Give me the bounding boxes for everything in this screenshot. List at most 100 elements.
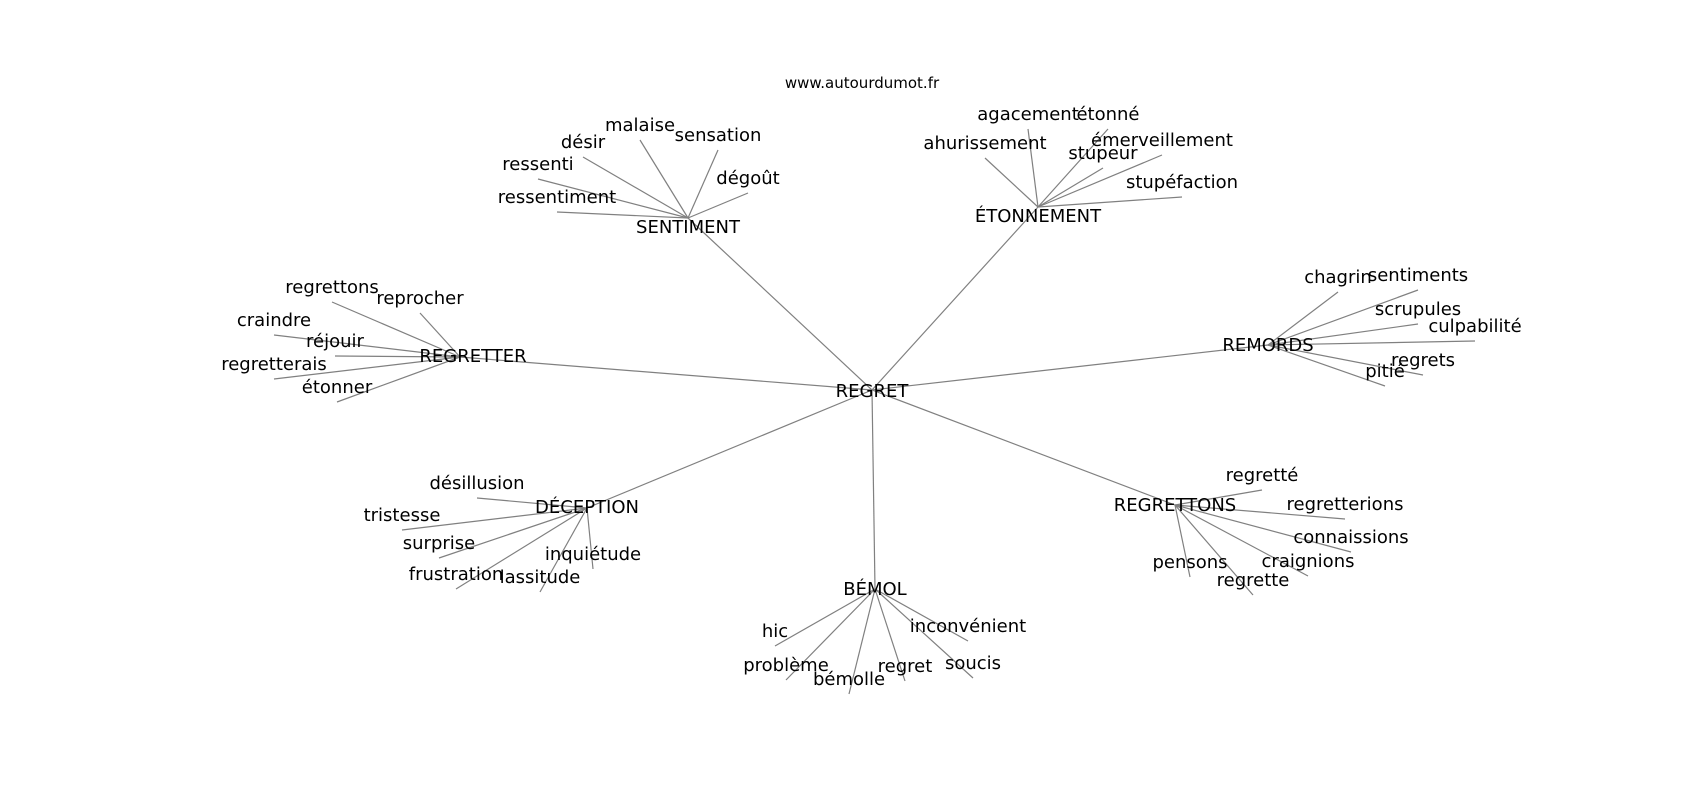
word-node-label[interactable]: désir: [561, 132, 606, 153]
word-node-label[interactable]: frustration: [409, 564, 504, 585]
word-node-label[interactable]: malaise: [605, 115, 675, 136]
word-node-label[interactable]: dégoût: [716, 168, 779, 189]
source-url[interactable]: www.autourdumot.fr: [785, 74, 940, 92]
edge-hub-to-word: [1267, 323, 1419, 346]
word-node-label[interactable]: regrette: [1217, 570, 1290, 591]
edge-hub-to-word: [687, 192, 749, 219]
word-node-label[interactable]: pitié: [1365, 361, 1405, 382]
center-node-label[interactable]: REGRET: [836, 381, 910, 402]
edge-hub-to-word: [1267, 289, 1419, 346]
edge-hub-to-word: [1174, 504, 1346, 520]
edge-hub-to-word: [1174, 504, 1309, 577]
edge-hub-to-word: [874, 588, 969, 642]
word-node-label[interactable]: sentiments: [1368, 265, 1468, 286]
edge-hub-to-word: [1267, 344, 1424, 376]
word-node-label[interactable]: inquiétude: [545, 544, 641, 565]
word-node-label[interactable]: ressenti: [502, 154, 573, 175]
word-node-label[interactable]: sensation: [675, 125, 762, 146]
hub-node-label[interactable]: ÉTONNEMENT: [975, 205, 1102, 227]
hub-node-label[interactable]: REMORDS: [1222, 335, 1313, 356]
edge-hub-to-word: [401, 507, 588, 531]
edge-hub-to-word: [639, 139, 689, 219]
word-node-label[interactable]: regrettons: [285, 277, 379, 298]
edge-hub-to-word: [331, 301, 461, 358]
edge-center-to-hub: [459, 356, 873, 391]
hub-node-label[interactable]: DÉCEPTION: [535, 496, 639, 518]
word-node-label[interactable]: désillusion: [429, 473, 524, 494]
word-node-label[interactable]: hic: [762, 621, 788, 642]
word-node-label[interactable]: bémolle: [813, 669, 885, 690]
edge-center-to-hub: [586, 389, 873, 509]
edge-hub-to-word: [1174, 504, 1352, 553]
edge-hub-to-word: [476, 497, 588, 509]
word-node-label[interactable]: inconvénient: [910, 616, 1026, 637]
hub-node-label[interactable]: BÉMOL: [843, 578, 906, 600]
edge-hub-to-word: [1037, 154, 1163, 208]
edge-hub-to-word: [874, 588, 974, 679]
word-node-label[interactable]: tristesse: [364, 505, 441, 526]
word-node-label[interactable]: pensons: [1152, 552, 1227, 573]
word-node-label[interactable]: ahurissement: [923, 133, 1046, 154]
edge-hub-to-word: [556, 211, 689, 219]
edge-hub-to-word: [1037, 167, 1104, 208]
edge-hub-to-word: [848, 588, 876, 695]
hub-node-label[interactable]: REGRETTONS: [1114, 495, 1236, 516]
edge-hub-to-word: [1174, 504, 1191, 578]
word-node-label[interactable]: étonné: [1076, 104, 1139, 125]
edge-hub-to-word: [874, 588, 906, 682]
word-node-label[interactable]: stupeur: [1068, 143, 1138, 164]
edge-hub-to-word: [1174, 504, 1254, 596]
edge-hub-to-word: [582, 156, 689, 219]
edges: [273, 128, 1476, 695]
word-node-label[interactable]: regret: [878, 656, 933, 677]
edge-center-to-hub: [871, 206, 1039, 391]
hub-node-label[interactable]: SENTIMENT: [636, 217, 741, 238]
word-node-label[interactable]: culpabilité: [1428, 316, 1521, 337]
word-node-label[interactable]: stupéfaction: [1126, 172, 1238, 193]
edge-hub-to-word: [1037, 196, 1183, 208]
edge-hub-to-word: [273, 356, 461, 380]
edge-hub-to-word: [586, 507, 594, 570]
edge-hub-to-word: [539, 507, 588, 593]
edge-center-to-hub: [687, 217, 873, 391]
edge-hub-to-word: [1037, 128, 1109, 208]
word-node-label[interactable]: problème: [743, 655, 829, 676]
hub-node-label[interactable]: REGRETTER: [419, 346, 526, 367]
edge-hub-to-word: [1267, 344, 1386, 387]
edge-hub-to-word: [774, 588, 876, 647]
word-node-label[interactable]: regretterais: [221, 354, 327, 375]
word-node-label[interactable]: regrets: [1391, 350, 1455, 371]
word-node-label[interactable]: soucis: [945, 653, 1001, 674]
edge-hub-to-word: [1027, 128, 1039, 208]
edge-hub-to-word: [537, 178, 689, 219]
word-node-label[interactable]: réjouir: [306, 331, 365, 352]
edge-hub-to-word: [785, 588, 876, 681]
word-node-label[interactable]: connaissions: [1293, 527, 1408, 548]
word-node-label[interactable]: chagrin: [1304, 267, 1372, 288]
edge-center-to-hub: [871, 389, 876, 590]
word-node-label[interactable]: scrupules: [1375, 299, 1461, 320]
word-node-label[interactable]: reprocher: [376, 288, 464, 309]
edge-hub-to-word: [336, 356, 461, 403]
word-node-label[interactable]: craindre: [237, 310, 311, 331]
word-node-label[interactable]: regretterions: [1287, 494, 1404, 515]
word-node-label[interactable]: émerveillement: [1091, 130, 1233, 151]
word-node-label[interactable]: craignions: [1262, 551, 1355, 572]
word-node-label[interactable]: surprise: [403, 533, 475, 554]
edge-hub-to-word: [438, 507, 588, 559]
edge-hub-to-word: [1267, 340, 1476, 346]
edge-center-to-hub: [871, 389, 1176, 506]
word-node-label[interactable]: lassitude: [500, 567, 581, 588]
word-node-label[interactable]: regretté: [1226, 465, 1299, 486]
edge-hub-to-word: [1267, 291, 1339, 346]
edge-hub-to-word: [273, 334, 461, 358]
word-node-label[interactable]: ressentiment: [498, 187, 616, 208]
edge-center-to-hub: [871, 344, 1269, 391]
word-node-label[interactable]: étonner: [302, 377, 373, 398]
edge-hub-to-word: [687, 149, 719, 219]
edge-hub-to-word: [419, 312, 461, 358]
word-node-label[interactable]: agacement: [977, 104, 1079, 125]
edge-hub-to-word: [334, 355, 461, 358]
